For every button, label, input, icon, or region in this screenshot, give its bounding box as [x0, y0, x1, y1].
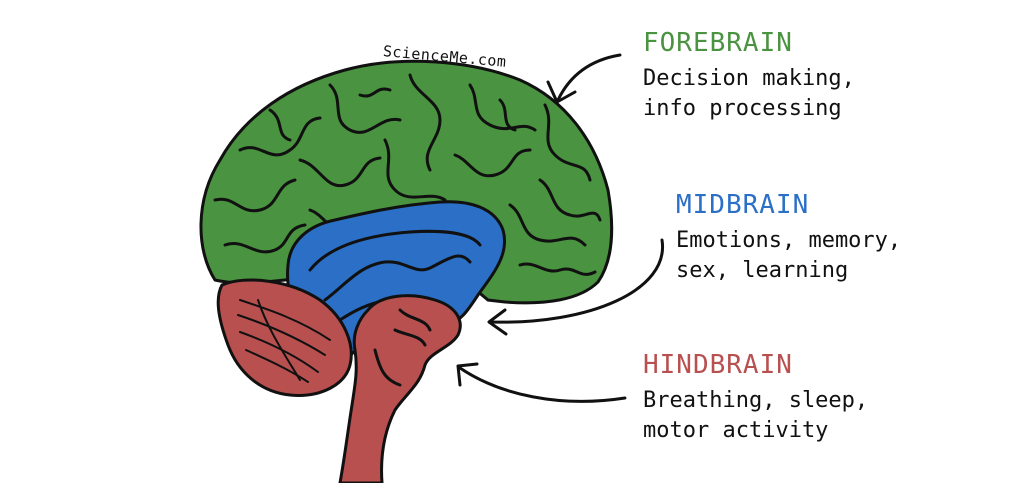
- hindbrain-arrowhead: [456, 362, 479, 387]
- forebrain-description: Decision making, info processing: [643, 64, 855, 124]
- brainstem-shape: [338, 294, 462, 483]
- forebrain-folds: [213, 73, 602, 276]
- hindbrain-desc-line-2: motor activity: [643, 418, 829, 443]
- hindbrain-title: HINDBRAIN: [643, 350, 793, 380]
- cerebellum-lines: [237, 299, 331, 383]
- brainstem-details: [373, 308, 432, 387]
- forebrain-desc-line-2: info processing: [643, 96, 842, 121]
- hindbrain-description: Breathing, sleep, motor activity: [643, 386, 868, 446]
- forebrain-desc-line-1: Decision making,: [643, 66, 855, 91]
- hindbrain-arrow: [458, 366, 627, 403]
- midbrain-desc-line-1: Emotions, memory,: [676, 228, 902, 253]
- midbrain-arrow: [488, 238, 664, 324]
- midbrain-desc-line-2: sex, learning: [676, 258, 849, 283]
- arrows: [456, 53, 664, 403]
- forebrain-arrowhead: [546, 80, 577, 104]
- forebrain-title: FOREBRAIN: [643, 28, 793, 58]
- midbrain-arrowhead: [487, 308, 508, 336]
- midbrain-description: Emotions, memory, sex, learning: [676, 226, 901, 286]
- cerebellum-shape: [216, 278, 353, 397]
- forebrain-arrow: [556, 53, 622, 102]
- hindbrain-desc-line-1: Breathing, sleep,: [643, 388, 869, 413]
- midbrain-title: MIDBRAIN: [676, 190, 810, 220]
